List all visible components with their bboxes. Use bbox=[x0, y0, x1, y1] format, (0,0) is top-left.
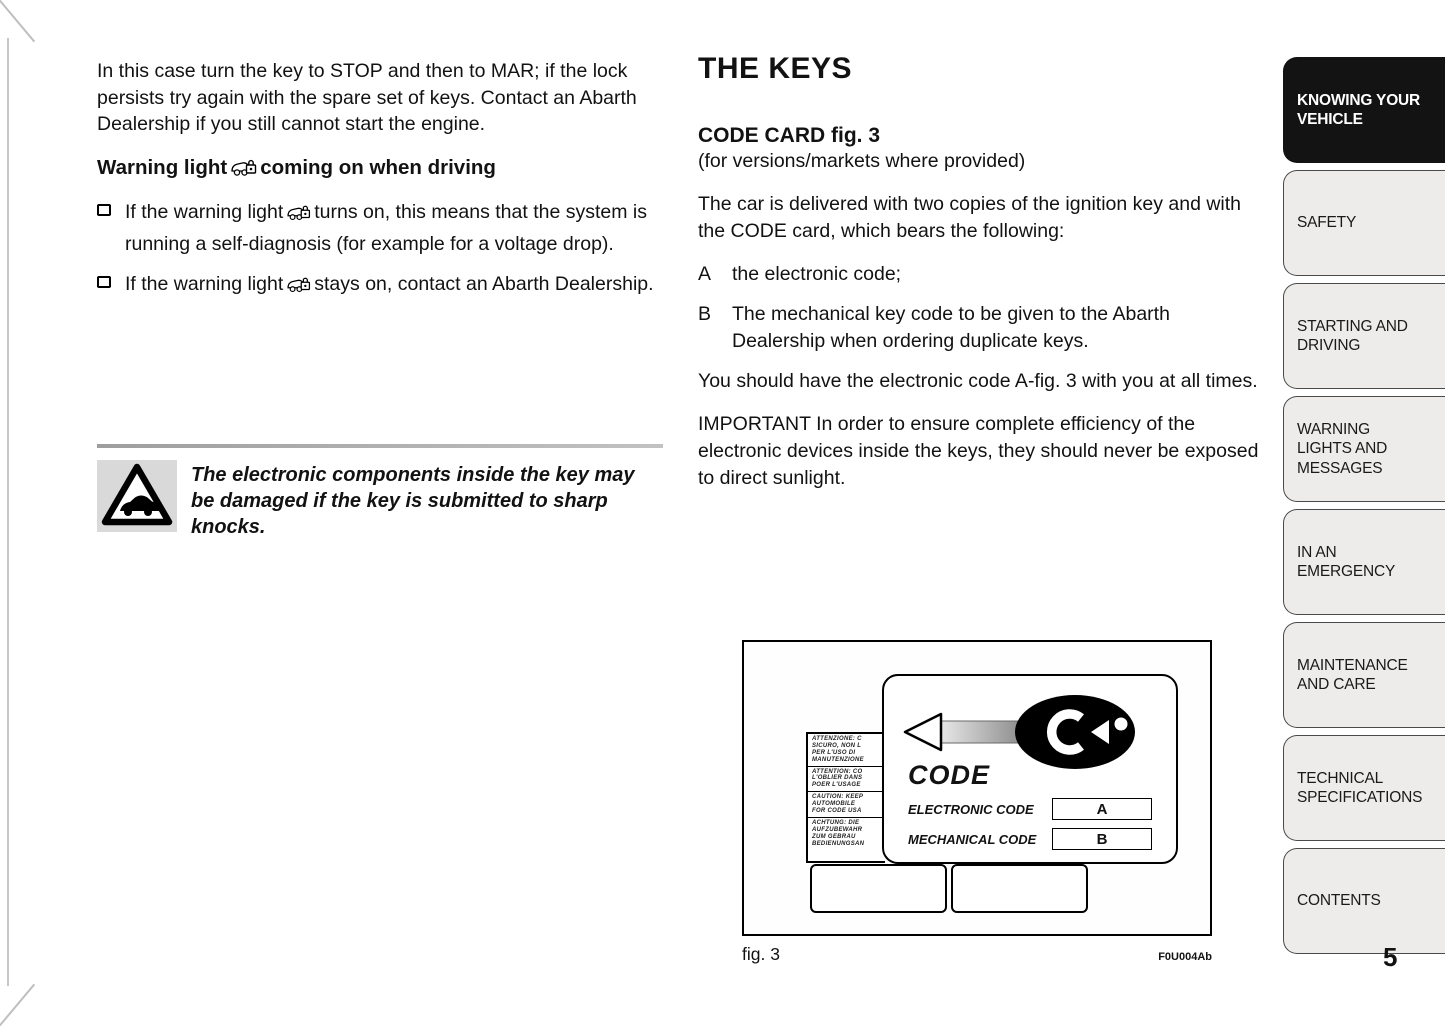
bullet-text-post: stays on, contact an Abarth Dealership. bbox=[314, 272, 654, 295]
tab-label: STARTING AND DRIVING bbox=[1297, 317, 1408, 354]
warning-section-it: ATTENZIONE: C SICURO, NON L PER L'USO DI… bbox=[808, 734, 885, 767]
list-item-text: the electronic code; bbox=[732, 263, 902, 286]
section-heading: CODE CARD fig. 3 bbox=[698, 124, 881, 147]
tab-label: TECHNICAL SPECIFICATIONS bbox=[1297, 769, 1423, 806]
square-bullet-icon bbox=[97, 275, 111, 288]
card-warning-panel: ATTENZIONE: C SICURO, NON L PER L'USO DI… bbox=[806, 732, 885, 863]
tab-label: KNOWING YOUR VEHICLE bbox=[1297, 91, 1421, 128]
page-number: 5 bbox=[1383, 942, 1398, 972]
caution-text: The electronic components inside the key… bbox=[191, 464, 635, 538]
tab-technical-specifications[interactable]: TECHNICAL SPECIFICATIONS bbox=[1283, 735, 1445, 841]
tab-label: MAINTENANCE AND CARE bbox=[1297, 656, 1408, 693]
card-blank-box bbox=[951, 864, 1088, 913]
left-column: In this case turn the key to STOP and th… bbox=[97, 58, 663, 315]
figure-code-card: ATTENZIONE: C SICURO, NON L PER L'USO DI… bbox=[742, 640, 1212, 936]
bullet-text-post: turns on, this means that the system is … bbox=[125, 201, 647, 255]
list-item-a: A the electronic code; bbox=[698, 261, 1264, 288]
list-item-label: B bbox=[698, 303, 712, 326]
tab-label: IN AN EMERGENCY bbox=[1297, 543, 1396, 580]
figure-ref-code: F0U004Ab bbox=[1158, 951, 1212, 963]
warning-light-icon bbox=[230, 157, 257, 185]
code-card: CODE ELECTRONIC CODE A MECHANICAL CODE B bbox=[882, 674, 1178, 864]
warning-light-icon bbox=[286, 203, 311, 231]
list-item-b: B The mechanical key code to be given to… bbox=[698, 301, 1264, 354]
card-blank-box bbox=[810, 864, 947, 913]
heading-text-pre: Warning light bbox=[97, 156, 228, 180]
bullet-text-pre: If the warning light bbox=[125, 201, 284, 224]
tab-label: WARNING LIGHTS AND MESSAGES bbox=[1297, 420, 1388, 477]
tab-contents[interactable]: CONTENTS bbox=[1283, 848, 1445, 954]
tab-starting-and-driving[interactable]: STARTING AND DRIVING bbox=[1283, 283, 1445, 389]
code-card-title: CODE bbox=[908, 760, 991, 790]
warning-section-en: CAUTION: KEEP AUTOMOBILE FOR CODE USA bbox=[808, 792, 885, 818]
divider bbox=[97, 444, 663, 448]
electronic-code-box: A bbox=[1052, 798, 1152, 820]
section-subheading: (for versions/markets where provided) bbox=[698, 150, 1026, 172]
main-column: THE KEYS CODE CARD fig. 3 (for versions/… bbox=[698, 52, 1264, 508]
tab-label: CONTENTS bbox=[1297, 892, 1381, 910]
list-item-text: The mechanical key code to be given to t… bbox=[732, 303, 1170, 352]
page-edge-line bbox=[7, 38, 9, 986]
page-corner-mark-top bbox=[0, 0, 36, 43]
paragraph: You should have the electronic code A-fi… bbox=[698, 369, 1258, 392]
bullet-text-pre: If the warning light bbox=[125, 272, 284, 295]
page-corner-mark-bottom bbox=[0, 983, 36, 1026]
electronic-code-row: ELECTRONIC CODE A bbox=[908, 798, 1160, 820]
warning-light-heading: Warning light coming on when driving bbox=[97, 156, 663, 185]
bullet-item: If the warning light stays on, contact an… bbox=[97, 271, 663, 303]
mechanical-code-row: MECHANICAL CODE B bbox=[908, 828, 1160, 850]
warning-section-de: ACHTUNG: DIE AUFZUBEWAHR ZUM GEBRAU BEDI… bbox=[812, 819, 865, 847]
list-item-label: A bbox=[698, 263, 712, 286]
ignition-key-icon bbox=[897, 692, 1142, 777]
paragraph: IMPORTANT In order to ensure complete ef… bbox=[698, 413, 1259, 489]
tab-label: SAFETY bbox=[1297, 214, 1357, 232]
section-tabs: KNOWING YOUR VEHICLE SAFETY STARTING AND… bbox=[1283, 57, 1445, 961]
tab-warning-lights-and-messages[interactable]: WARNING LIGHTS AND MESSAGES bbox=[1283, 396, 1445, 502]
paragraph: The car is delivered with two copies of … bbox=[698, 193, 1242, 242]
figure-caption-row: fig. 3 F0U004Ab bbox=[742, 944, 1212, 965]
tab-knowing-your-vehicle[interactable]: KNOWING YOUR VEHICLE bbox=[1283, 57, 1445, 163]
warning-light-icon bbox=[286, 275, 311, 303]
caution-triangle-icon bbox=[97, 460, 177, 537]
caution-note: The electronic components inside the key… bbox=[97, 444, 663, 540]
figure-caption: fig. 3 bbox=[742, 944, 780, 964]
heading-text-post: coming on when driving bbox=[260, 156, 496, 180]
square-bullet-icon bbox=[97, 204, 111, 217]
tab-in-an-emergency[interactable]: IN AN EMERGENCY bbox=[1283, 509, 1445, 615]
page-title: THE KEYS bbox=[698, 52, 853, 85]
electronic-code-label: ELECTRONIC CODE bbox=[908, 801, 1034, 817]
mechanical-code-box: B bbox=[1052, 828, 1152, 850]
warning-section-fr: ATTENTION: CO L'OBLIER DANS POER L'USAGE bbox=[808, 767, 885, 793]
mechanical-code-label: MECHANICAL CODE bbox=[908, 831, 1037, 847]
tab-safety[interactable]: SAFETY bbox=[1283, 170, 1445, 276]
intro-paragraph: In this case turn the key to STOP and th… bbox=[97, 60, 637, 136]
tab-maintenance-and-care[interactable]: MAINTENANCE AND CARE bbox=[1283, 622, 1445, 728]
